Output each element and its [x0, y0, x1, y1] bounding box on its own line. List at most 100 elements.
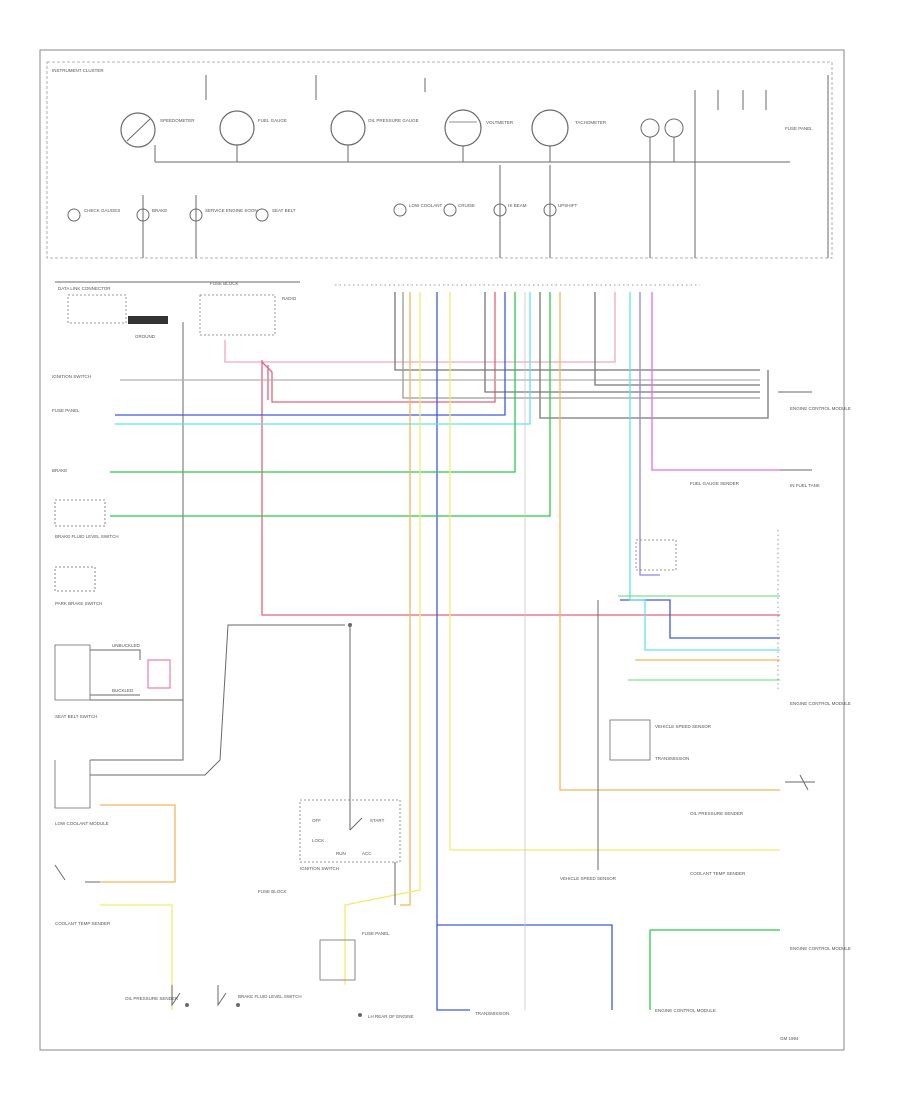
ignition-contact	[349, 817, 363, 831]
gauge-bus-drops	[154, 110, 696, 258]
wire-cyan-top	[115, 292, 531, 425]
oil-pressure-gauge-label: OIL PRESSURE GAUGE	[368, 118, 419, 123]
wire-dark-1	[394, 292, 760, 371]
coolant-temp-label: COOLANT TEMP SENDER	[55, 921, 111, 926]
wire-red-main	[261, 360, 780, 616]
wire-cyan-right	[629, 292, 780, 651]
ground-bar	[128, 316, 168, 324]
wire-orange-switch	[100, 804, 176, 883]
fuse-block-box	[199, 294, 276, 336]
ignition-lock-label: LOCK	[312, 838, 324, 843]
wire-yellow-ignition	[344, 292, 421, 985]
wire-blue-vss	[437, 924, 613, 1010]
radio-label: RADIO	[282, 296, 297, 301]
ignition-off-label: OFF	[312, 818, 321, 823]
vehicle-speed-sensor-box	[609, 719, 651, 761]
brake-label-left: BRAKE	[52, 468, 67, 473]
diagram-border	[39, 49, 845, 1051]
brake-fluid-switch-label: BRAKE FLUID LEVEL SWITCH	[55, 534, 119, 539]
wire-orange-oil	[559, 292, 780, 791]
hi-beam-lamp: HI BEAM	[508, 203, 527, 208]
seat-belt-lamp: SEAT BELT	[272, 208, 296, 213]
bottom-switch-2-terminal	[236, 1003, 240, 1007]
tachometer-label: TACHOMETER	[575, 120, 607, 125]
oil-sender-bottom-label: OIL PRESSURE SENDER	[125, 996, 179, 1001]
wire-yellow-temp	[449, 292, 780, 851]
page-code-label: GM 1994	[780, 1036, 799, 1041]
low-coolant-lamp: LOW COOLANT	[409, 203, 443, 208]
temp-switch-symbol	[54, 864, 100, 883]
wire-dark-2	[484, 292, 760, 393]
bottom-switch-1	[171, 985, 181, 1007]
wire-purple	[639, 292, 660, 576]
fuse-block-label: FUSE BLOCK	[210, 281, 239, 286]
transmission-bottom-label: TRANSMISSION	[475, 1011, 509, 1016]
wire-dark-3	[539, 292, 769, 419]
fuse-box-center	[319, 939, 356, 981]
wire-dark-4	[594, 292, 760, 386]
lh-rear-engine-label: LH REAR OF ENGINE	[368, 1014, 414, 1019]
vss-label: VEHICLE SPEED SENSOR	[655, 724, 712, 729]
ignition-run-label: RUN	[336, 851, 346, 856]
vss-buffer-box	[635, 539, 677, 571]
upshift-lamp: UPSHIFT	[558, 203, 578, 208]
seat-belt-switch-label: SEAT BELT SWITCH	[55, 714, 97, 719]
ecm-top-right-label: ENGINE CONTROL MODULE	[790, 406, 851, 411]
seat-belt-wire	[90, 649, 141, 660]
oil-pressure-right-label: OIL PRESSURE SENDER	[690, 811, 744, 816]
wire-green-bottom	[649, 929, 780, 1010]
cruise-lamp: CRUISE	[458, 203, 475, 208]
voltmeter-label: VOLTMETER	[486, 120, 514, 125]
fuel-gauge-label: FUEL GAUGE	[258, 118, 287, 123]
service-engine-lamp: SERVICE ENGINE SOON	[205, 208, 258, 213]
low-coolant-box	[54, 760, 91, 809]
data-link-label: DATA LINK CONNECTOR	[58, 286, 111, 291]
fuel-gauge: FUEL GAUGE	[219, 110, 287, 146]
seat-belt-module-pink	[147, 659, 171, 689]
brake-lamp: BRAKE	[152, 208, 167, 213]
speedometer-gauge: SPEEDOMETER	[120, 112, 195, 148]
buckled-label: BUCKLED	[112, 688, 134, 693]
seat-belt-module-outline	[90, 640, 184, 761]
ecm-bottom-label: ENGINE CONTROL MODULE	[790, 946, 851, 951]
center-fuse-label: FUSE BLOCK	[258, 889, 287, 894]
temp-gauge	[640, 118, 684, 138]
ignition-switch-center-label: IGNITION SWITCH	[300, 866, 339, 871]
brake-fluid-switch-box	[54, 499, 106, 527]
wire-green-2	[110, 292, 551, 517]
cluster-top-terminals	[205, 75, 829, 258]
ignition-acc-label: ACC	[362, 851, 372, 856]
fuse-panel-label: FUSE PANEL	[785, 126, 813, 131]
indicator-lamps: CHECK GAUGES BRAKE SERVICE ENGINE SOON S…	[67, 203, 578, 222]
vss-center-label: VEHICLE SPEED SENSOR	[560, 876, 617, 881]
oil-pressure-symbol	[785, 774, 815, 791]
instrument-cluster-box	[46, 61, 833, 259]
bottom-switch-2	[217, 985, 227, 1007]
low-coolant-wire	[90, 624, 345, 776]
in-fuel-tank-label: IN FUEL TANK	[790, 483, 820, 488]
low-coolant-module-label: LOW COOLANT MODULE	[55, 821, 109, 826]
data-link-box	[67, 294, 127, 324]
ecm-right-label: ENGINE CONTROL MODULE	[790, 701, 851, 706]
wire-blue-right	[620, 599, 780, 639]
ignition-feed-node	[348, 623, 352, 627]
center-ground-node	[358, 1013, 362, 1017]
bottom-switch-1-terminal	[185, 1003, 189, 1007]
brake-fluid-bottom-label: BRAKE FLUID LEVEL SWITCH	[238, 994, 302, 999]
transmission-label: TRANSMISSION	[655, 756, 689, 761]
wire-blue-top	[115, 292, 506, 416]
left-fuse-panel-label: FUSE PANEL	[52, 408, 80, 413]
voltmeter-gauge: VOLTMETER	[444, 109, 514, 147]
center-fuse-panel-label: FUSE PANEL	[362, 931, 390, 936]
wire-yellow-bottom	[100, 904, 173, 1010]
check-gauges-lamp: CHECK GAUGES	[84, 208, 120, 213]
park-brake-switch-label: PARK BRAKE SWITCH	[55, 601, 102, 606]
wire-blue-vertical	[436, 292, 470, 1011]
unbuckled-label: UNBUCKLED	[112, 643, 141, 648]
tachometer-gauge: TACHOMETER	[531, 109, 607, 147]
wire-gray-2	[402, 292, 760, 399]
speedometer-label: SPEEDOMETER	[160, 118, 195, 123]
ignition-switch-box	[299, 799, 401, 863]
